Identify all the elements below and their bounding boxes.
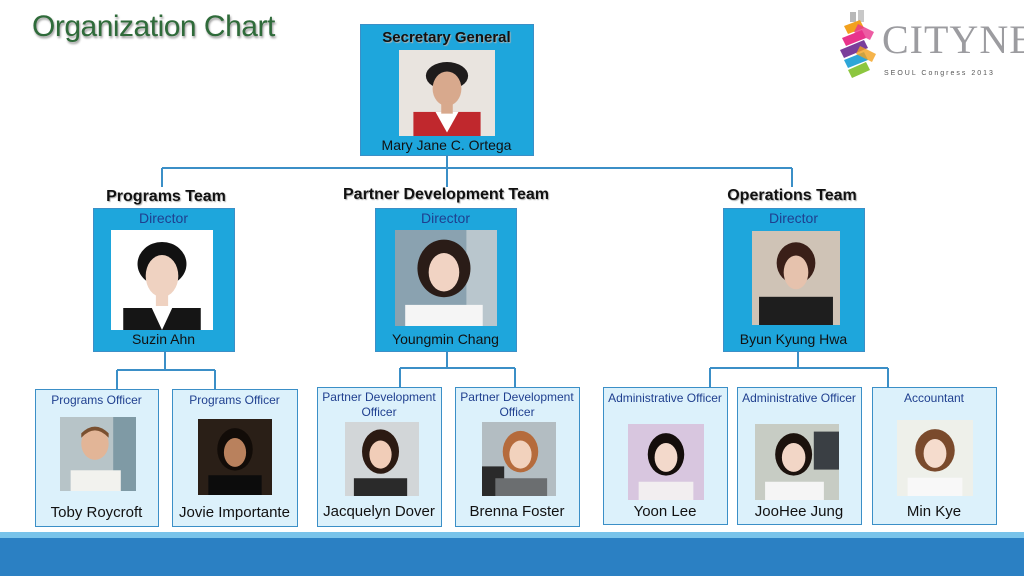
staff-box-toby-roycroft: Programs Officer Toby Roycroft xyxy=(35,389,159,527)
staff-role: Administrative Officer xyxy=(742,391,856,405)
director-box-programs: Director Suzin Ahn xyxy=(93,208,235,352)
staff-box-joohee-jung: Administrative Officer JooHee Jung xyxy=(737,387,862,525)
staff-box-jacquelyn-dover: Partner Development Officer Jacquelyn Do… xyxy=(317,387,442,527)
secretary-photo xyxy=(399,50,495,136)
staff-name: Toby Roycroft xyxy=(50,504,143,521)
staff-photo xyxy=(345,422,419,496)
staff-photo xyxy=(755,424,839,500)
staff-role: Programs Officer xyxy=(51,393,142,407)
logo-subtitle: SEOUL Congress 2013 xyxy=(884,70,995,77)
staff-name: JooHee Jung xyxy=(754,503,844,520)
staff-name: Jacquelyn Dover xyxy=(323,503,435,520)
staff-photo xyxy=(628,424,704,500)
director-name-programs: Suzin Ahn xyxy=(131,331,196,347)
page-title: Organization Chart xyxy=(32,10,275,43)
footer-bar xyxy=(0,538,1024,576)
staff-role: Accountant xyxy=(903,391,965,405)
staff-photo xyxy=(198,419,272,495)
staff-name: Yoon Lee xyxy=(633,503,697,520)
director-box-operations: Director Byun Kyung Hwa xyxy=(723,208,865,352)
director-role: Director xyxy=(138,210,188,226)
staff-photo xyxy=(482,422,556,496)
staff-box-yoon-lee: Administrative Officer Yoon Lee xyxy=(603,387,728,525)
staff-photo xyxy=(60,417,136,491)
staff-role: Programs Officer xyxy=(189,393,280,407)
staff-name: Brenna Foster xyxy=(469,503,565,520)
director-role: Director xyxy=(768,210,818,226)
team-header-operations: Operations Team xyxy=(727,187,857,204)
staff-role: Administrative Officer xyxy=(608,391,722,405)
team-header-programs: Programs Team xyxy=(106,188,226,205)
director-photo-programs xyxy=(111,230,213,330)
staff-box-min-kye: Accountant Min Kye xyxy=(872,387,997,525)
citynet-logo: CITYNET SEOUL Congress 2013 xyxy=(838,10,1024,84)
secretary-general-box: Secretary General Mary Jane C. Ortega xyxy=(360,24,534,156)
secretary-title: Secretary General xyxy=(382,29,511,46)
secretary-name: Mary Jane C. Ortega xyxy=(381,137,512,153)
director-role: Director xyxy=(420,210,470,226)
staff-role: Partner Development Officer xyxy=(322,390,436,419)
staff-photo xyxy=(897,420,973,496)
director-photo-partner-development xyxy=(395,230,497,326)
director-name-partner-development: Youngmin Chang xyxy=(392,331,499,347)
staff-box-brenna-foster: Partner Development Officer Brenna Foste… xyxy=(455,387,580,527)
staff-role: Partner Development Officer xyxy=(460,390,574,419)
director-box-partner-development: Director Youngmin Chang xyxy=(375,208,517,352)
director-photo-operations xyxy=(752,231,840,325)
logo-mark-icon xyxy=(840,10,876,78)
staff-name: Jovie Importante xyxy=(179,504,290,521)
director-name-operations: Byun Kyung Hwa xyxy=(739,331,848,347)
staff-name: Min Kye xyxy=(906,503,962,520)
team-header-partner-development: Partner Development Team xyxy=(343,186,549,203)
logo-text: CITYNET xyxy=(882,17,1024,62)
footer-stripe xyxy=(0,532,1024,538)
staff-box-jovie-importante: Programs Officer Jovie Importante xyxy=(172,389,298,527)
